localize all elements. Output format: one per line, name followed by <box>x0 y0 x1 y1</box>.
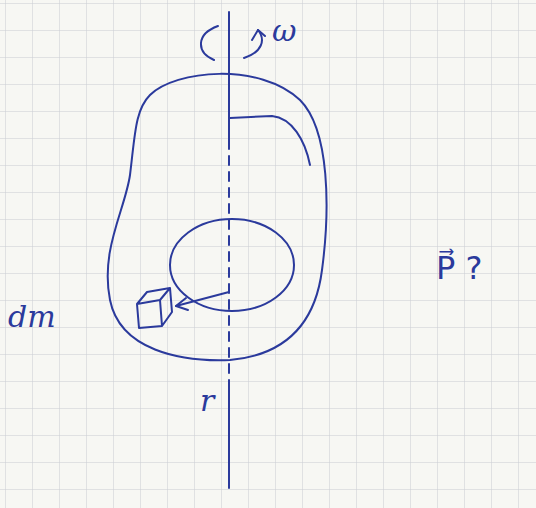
angular-velocity-label: ω <box>272 16 296 46</box>
rotation-axis-dashed <box>228 140 230 380</box>
body-mark <box>230 116 310 165</box>
radius-label: r <box>200 386 214 416</box>
rigid-body-outline <box>108 74 327 360</box>
mass-element-label: dm <box>8 302 56 332</box>
rotation-arrowhead <box>252 30 265 40</box>
radius-arrowhead <box>176 298 188 310</box>
rotation-axis <box>228 12 230 140</box>
rotation-arrow <box>201 26 262 60</box>
rotation-axis <box>228 380 230 488</box>
mass-element <box>137 288 172 328</box>
circular-path <box>170 219 294 311</box>
momentum-question: P⃗ ? <box>436 252 482 284</box>
